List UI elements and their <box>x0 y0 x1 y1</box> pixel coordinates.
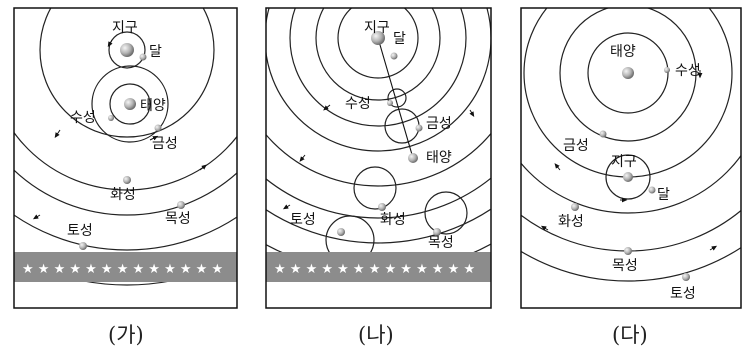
orbit-arrow <box>200 166 205 170</box>
venus-body <box>155 125 162 132</box>
earth-body <box>120 43 134 57</box>
moon-body <box>391 53 398 60</box>
orbit-ring-mars <box>488 0 753 213</box>
jupiter-body <box>624 247 632 255</box>
sun-body <box>622 67 634 79</box>
label-mercury: 수성 <box>345 96 371 112</box>
label-earth: 지구 <box>112 20 138 36</box>
sun-body <box>124 98 136 110</box>
label-sun: 태양 <box>140 98 166 114</box>
orbit-arrow <box>470 110 473 115</box>
moon-body <box>649 187 656 194</box>
orbit-ring-venus <box>290 0 466 126</box>
label-earth: 지구 <box>364 20 390 36</box>
orbit-arrow <box>56 130 60 136</box>
svg-text:★ ★ ★ ★ ★ ★ ★ ★ ★ ★ ★ ★ ★: ★ ★ ★ ★ ★ ★ ★ ★ ★ ★ ★ ★ ★ <box>274 262 475 277</box>
sun-body <box>408 153 418 163</box>
jupiter-body <box>177 201 185 209</box>
label-moon: 달 <box>657 187 670 203</box>
panel-da: 태양 수성 금성 지구 달 화성 목성 토성 (다) <box>420 0 753 347</box>
orbit-arrow <box>35 215 40 218</box>
orbit-ring-saturn <box>0 0 327 250</box>
label-jupiter: 목성 <box>428 235 454 251</box>
mercury-body <box>108 115 114 121</box>
star-row: ★ ★ ★ ★ ★ ★ ★ ★ ★ ★ ★ ★ ★ <box>274 262 475 277</box>
caption-ga: (가) <box>108 323 144 347</box>
orbit-ring-mercury <box>316 0 440 100</box>
moon-body <box>140 54 147 61</box>
venus-epicycle <box>385 109 419 143</box>
label-sun: 태양 <box>610 44 636 60</box>
label-mercury: 수성 <box>70 110 96 126</box>
label-venus: 금성 <box>426 116 452 132</box>
label-venus: 금성 <box>152 136 178 152</box>
orbit-ring-jupiter <box>450 0 753 251</box>
orbit-arrow <box>556 165 560 170</box>
label-earth: 지구 <box>611 154 637 170</box>
label-jupiter: 목성 <box>165 211 191 227</box>
orbit-arrow <box>285 205 290 208</box>
panel-ga: ★ ★ ★ ★ ★ ★ ★ ★ ★ ★ ★ ★ ★ 지구 달 수성 태양 금성 … <box>0 0 362 347</box>
label-mars: 화성 <box>558 214 584 230</box>
jupiter-epicycle <box>425 192 467 234</box>
caption-da: (다) <box>612 323 648 347</box>
earth-body <box>623 172 633 182</box>
label-saturn: 토성 <box>290 212 316 228</box>
svg-text:★ ★ ★ ★ ★ ★ ★ ★ ★ ★ ★ ★ ★: ★ ★ ★ ★ ★ ★ ★ ★ ★ ★ ★ ★ ★ <box>22 262 223 277</box>
orbit-arrow <box>710 247 715 250</box>
orbit-ring-earth <box>524 0 732 177</box>
saturn-body <box>79 242 87 250</box>
label-mercury: 수성 <box>675 63 701 79</box>
label-saturn: 토성 <box>67 223 93 239</box>
venus-body <box>600 131 607 138</box>
label-sun: 태양 <box>426 150 452 166</box>
label-jupiter: 목성 <box>612 258 638 274</box>
label-mars: 화성 <box>380 212 406 228</box>
label-moon: 달 <box>393 31 406 47</box>
orbit-arrow <box>325 105 330 109</box>
saturn-body <box>682 273 690 281</box>
venus-body <box>416 125 423 132</box>
mercury-body <box>664 67 670 73</box>
label-mars: 화성 <box>110 187 136 203</box>
label-moon: 달 <box>149 44 162 60</box>
label-saturn: 토성 <box>670 286 696 302</box>
mars-body <box>378 203 386 211</box>
saturn-body <box>337 228 345 236</box>
mars-body <box>123 176 131 184</box>
orbit-arrow <box>301 155 305 160</box>
mercury-body <box>387 100 393 106</box>
mars-epicycle <box>354 167 396 209</box>
caption-na: (나) <box>358 323 394 347</box>
mars-body <box>571 203 579 211</box>
star-row: ★ ★ ★ ★ ★ ★ ★ ★ ★ ★ ★ ★ ★ <box>22 262 223 277</box>
label-venus: 금성 <box>563 138 589 154</box>
